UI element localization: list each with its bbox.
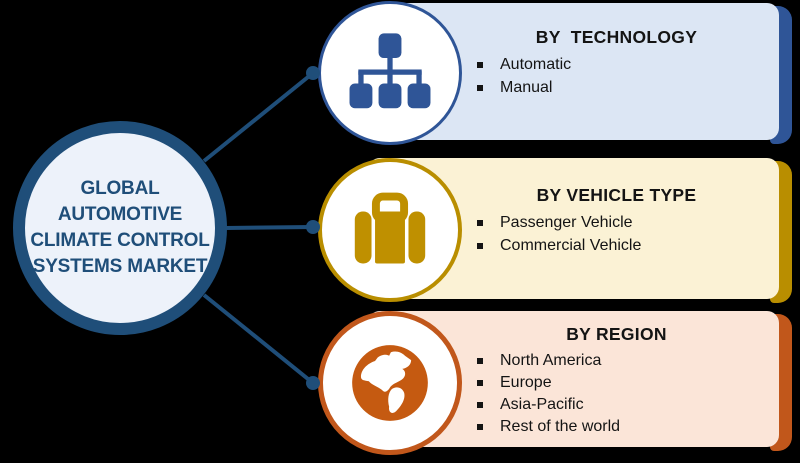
list-item: Rest of the world	[468, 416, 765, 438]
market-title-line: GLOBAL	[80, 178, 160, 199]
market-title: GLOBAL AUTOMOTIVE CLIMATE CONTROL SYSTEM…	[30, 176, 209, 280]
list-item: Manual	[468, 76, 765, 99]
globe-icon	[352, 345, 428, 421]
list-item-label: Europe	[500, 374, 552, 391]
panel-title: BY VEHICLE TYPE	[536, 185, 697, 205]
list-item: Europe	[468, 372, 765, 394]
list-item: Passenger Vehicle	[468, 211, 765, 234]
vehicle-type-icon-circle	[318, 158, 462, 302]
briefcase-icon	[354, 192, 426, 264]
market-title-line: AUTOMOTIVE	[57, 204, 183, 225]
bullet-square-icon	[477, 424, 483, 430]
bullet-square-icon	[477, 380, 483, 386]
list-item: Commercial Vehicle	[468, 234, 765, 257]
bullet-square-icon	[477, 85, 483, 91]
panel-content: BY VEHICLE TYPE Passenger Vehicle Commer…	[468, 158, 765, 257]
panel-title: BY TECHNOLOGY	[535, 27, 698, 47]
list-item-label: Manual	[500, 79, 553, 96]
list-item-label: Automatic	[500, 56, 572, 73]
market-title-line: CLIMATE CONTROL	[30, 230, 210, 251]
list-item: Automatic	[468, 53, 765, 76]
list-item-label: Passenger Vehicle	[500, 214, 633, 231]
bullet-list: North America Europe Asia-Pacific Rest o…	[468, 350, 765, 438]
list-item-label: North America	[500, 352, 602, 369]
list-item-label: Commercial Vehicle	[500, 237, 642, 254]
market-title-line: SYSTEMS MARKET	[32, 256, 208, 277]
list-item: North America	[468, 350, 765, 372]
list-item: Asia-Pacific	[468, 394, 765, 416]
region-icon-circle	[318, 311, 462, 455]
list-item-label: Asia-Pacific	[500, 396, 584, 413]
technology-icon-circle	[318, 1, 462, 145]
bullet-list: Passenger Vehicle Commercial Vehicle	[468, 211, 765, 257]
bullet-square-icon	[477, 358, 483, 364]
list-item-label: Rest of the world	[500, 418, 621, 435]
bullet-square-icon	[477, 243, 483, 249]
panel-title: BY REGION	[566, 324, 667, 344]
panel-content: BY REGION North America Europe Asia-Paci…	[468, 311, 765, 438]
market-title-circle: GLOBAL AUTOMOTIVE CLIMATE CONTROL SYSTEM…	[13, 121, 227, 335]
bullet-square-icon	[477, 402, 483, 408]
bullet-square-icon	[477, 220, 483, 226]
bullet-square-icon	[477, 62, 483, 68]
panel-content: BY TECHNOLOGY Automatic Manual	[468, 3, 765, 99]
bullet-list: Automatic Manual	[468, 53, 765, 99]
sitemap-icon	[349, 33, 431, 109]
